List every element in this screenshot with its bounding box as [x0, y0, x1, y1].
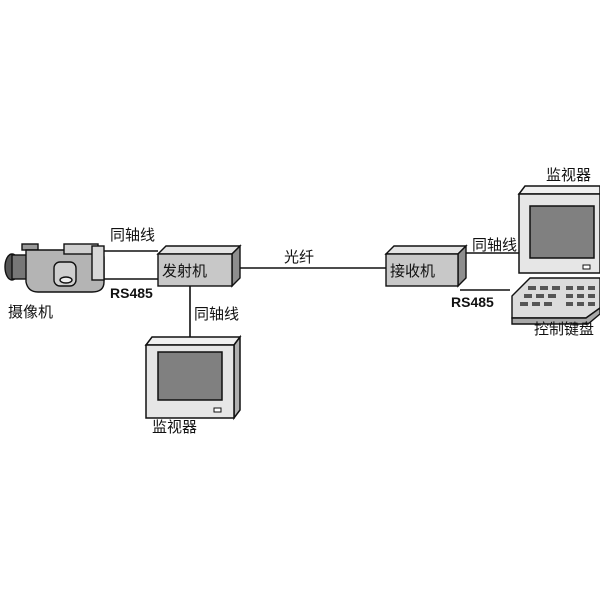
transmitter-label: 发射机 — [162, 262, 207, 280]
rs485-right-label: RS485 — [451, 294, 494, 310]
monitor-top-right-label: 监视器 — [546, 166, 591, 184]
monitor-bottom-label: 监视器 — [152, 418, 197, 436]
transmitter-box — [156, 244, 242, 288]
coax-right-label: 同轴线 — [472, 236, 517, 254]
receiver-box — [384, 244, 468, 288]
crt-monitor-icon — [517, 185, 600, 274]
coax-down-label: 同轴线 — [194, 305, 239, 323]
fiber-label: 光纤 — [284, 248, 314, 266]
connection-lines — [100, 250, 524, 345]
camera-label: 摄像机 — [8, 303, 53, 321]
receiver-label: 接收机 — [390, 262, 435, 280]
coax-top-left-label: 同轴线 — [110, 226, 155, 244]
crt-monitor-icon — [144, 334, 242, 421]
rs485-left-label: RS485 — [110, 285, 153, 301]
video-camera-icon — [4, 243, 105, 293]
keyboard-label: 控制键盘 — [534, 320, 594, 338]
control-keyboard-icon — [511, 277, 600, 325]
